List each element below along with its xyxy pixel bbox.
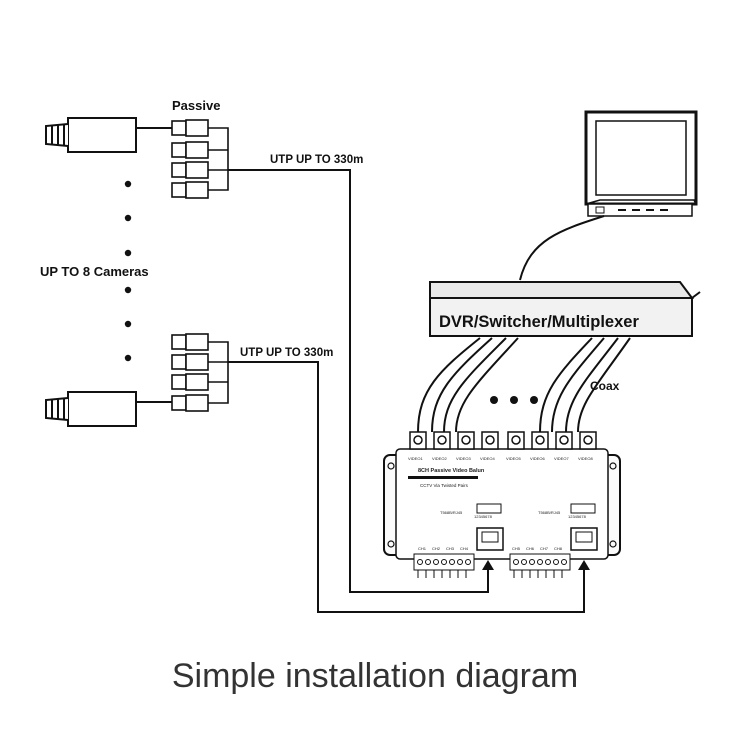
video-port-label: VIDEO1 bbox=[408, 456, 423, 461]
balun-title-bar bbox=[408, 476, 478, 479]
terminal-block-right bbox=[509, 553, 571, 578]
rj45-right-label: T568B/RJ45 bbox=[538, 510, 561, 515]
video-port-label: VIDEO4 bbox=[480, 456, 495, 461]
dvr-box bbox=[429, 281, 701, 337]
cameras-label: UP TO 8 Cameras bbox=[40, 264, 149, 279]
utp-top-label: UTP UP TO 330m bbox=[270, 154, 363, 166]
channel-labels: CH1 CH2 CH3 CH4 CH5 CH6 CH7 CH8 bbox=[418, 546, 563, 551]
video-port-label: VIDEO6 bbox=[530, 456, 545, 461]
channel-label: CH6 bbox=[526, 546, 535, 551]
coax-cables bbox=[417, 337, 631, 433]
utp-bottom-label: UTP UP TO 330m bbox=[240, 347, 333, 359]
coax-label: Coax bbox=[590, 379, 620, 393]
coax-ellipsis-dots bbox=[490, 396, 538, 404]
rj45-left-pins: 12345678 bbox=[474, 514, 493, 519]
diagram-caption: Simple installation diagram bbox=[172, 657, 578, 695]
balun-hub bbox=[383, 448, 621, 560]
channel-label: CH7 bbox=[540, 546, 549, 551]
cable-arrows bbox=[482, 560, 590, 570]
bnc-connectors bbox=[409, 431, 597, 450]
balun-subtitle: CCTV Via Twisted Pairs bbox=[420, 483, 469, 488]
video-port-label: VIDEO3 bbox=[456, 456, 471, 461]
monitor bbox=[584, 110, 698, 217]
dvr-label: DVR/Switcher/Multiplexer bbox=[439, 313, 639, 331]
video-port-label: VIDEO7 bbox=[554, 456, 569, 461]
passive-label: Passive bbox=[172, 98, 220, 113]
channel-label: CH3 bbox=[446, 546, 455, 551]
video-port-label: VIDEO2 bbox=[432, 456, 447, 461]
channel-label: CH2 bbox=[432, 546, 441, 551]
camera-ellipsis-dots bbox=[124, 180, 132, 362]
video-port-label: VIDEO5 bbox=[506, 456, 521, 461]
channel-label: CH4 bbox=[460, 546, 469, 551]
passive-baluns-top bbox=[171, 119, 229, 199]
balun-title: 8CH Passive Video Balun bbox=[418, 468, 485, 474]
utp-cables bbox=[228, 169, 585, 613]
rj45-left-port bbox=[476, 503, 504, 551]
camera-top bbox=[45, 117, 172, 153]
video-port-label: VIDEO8 bbox=[578, 456, 593, 461]
video-port-labels: VIDEO1 VIDEO2 VIDEO3 VIDEO4 VIDEO5 VIDEO… bbox=[408, 456, 593, 461]
passive-baluns-bottom bbox=[171, 333, 229, 412]
camera-bottom bbox=[45, 391, 172, 427]
rj45-right-pins: 12345678 bbox=[568, 514, 587, 519]
channel-label: CH5 bbox=[512, 546, 521, 551]
rj45-left-label: T568B/RJ45 bbox=[440, 510, 463, 515]
channel-label: CH8 bbox=[554, 546, 563, 551]
channel-label: CH1 bbox=[418, 546, 427, 551]
rj45-right-port bbox=[570, 503, 598, 551]
terminal-block-left bbox=[413, 553, 475, 578]
monitor-cable bbox=[519, 215, 605, 281]
